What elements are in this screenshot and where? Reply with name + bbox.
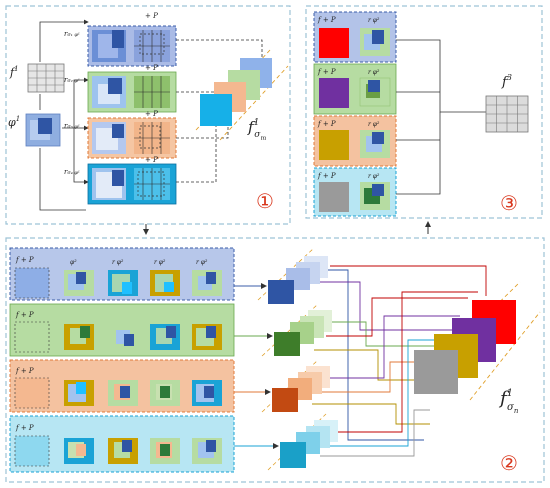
p2-row-3 — [9, 359, 235, 413]
p2-connectors — [312, 265, 487, 457]
step-2-number: ② — [500, 451, 518, 475]
p1-row-2-label: rσ₂ φ¹ — [64, 76, 80, 84]
p2-row-4 — [9, 415, 235, 473]
p2-stack-3 — [261, 359, 330, 413]
p2-row-4-label: f + P — [15, 424, 34, 432]
p3-row-2 — [313, 63, 397, 115]
p2-row-1 — [9, 247, 235, 301]
panel-2: f + P f + P f + P f + P φ² r φ² r φ² r φ… — [5, 237, 545, 483]
p1-plus-1: + P — [145, 12, 158, 20]
step-3-number: ③ — [500, 191, 518, 215]
p3-row-4-label: f + P — [317, 172, 336, 180]
p3-row-3-label: f + P — [317, 120, 336, 128]
p2-col-label-4: r φ² — [196, 259, 208, 266]
p1-row-4-label: rσ₄ φ¹ — [64, 168, 80, 176]
p1-plus-3: + P — [145, 110, 158, 118]
panel-3: f + P f + P f + P f + P r φ² r φ² r φ² r… — [305, 5, 543, 219]
p2-row-1-label: f + P — [15, 256, 34, 264]
p1-row-2 — [87, 71, 177, 113]
input-f-label: f1 — [9, 65, 19, 79]
p3-col-label-3: r φ² — [368, 121, 380, 128]
p3-row-3 — [313, 115, 397, 167]
p2-col-label-2: r φ² — [112, 259, 124, 266]
input-phi-label: φ1 — [8, 115, 20, 129]
p3-row-2-label: f + P — [317, 68, 336, 76]
p2-row-2-label: f + P — [15, 311, 34, 319]
p3-output-label: f3 — [501, 73, 512, 90]
p2-row-3-label: f + P — [15, 367, 34, 375]
panel-1: f1 φ1 — [5, 5, 291, 225]
p2-col-label-1: φ² — [70, 259, 77, 266]
p1-plus-4: + P — [145, 156, 158, 164]
input-f-grid — [27, 63, 65, 93]
p2-row-2 — [9, 303, 235, 357]
p3-col-label-2: r φ² — [368, 69, 380, 76]
p2-stack-2 — [261, 303, 332, 357]
p3-row-4 — [313, 167, 397, 217]
p3-col-label-4: r φ² — [368, 173, 380, 180]
p1-row-1-label: rσ₁ φ¹ — [64, 30, 80, 38]
p1-row-3 — [87, 117, 177, 159]
p3-row-1 — [313, 11, 397, 63]
p2-col-label-3: r φ² — [154, 259, 166, 266]
p2-stack-4 — [267, 413, 338, 471]
step-1-number: ① — [256, 189, 274, 213]
p1-row-1 — [87, 25, 177, 67]
p3-row-1-label: f + P — [317, 16, 336, 24]
p2-stack-1 — [257, 247, 328, 304]
panel-2-border — [5, 237, 545, 483]
p3-output-grid — [485, 95, 529, 133]
p1-plus-2: + P — [145, 64, 158, 72]
p1-row-4 — [87, 163, 177, 205]
p1-output-stack — [195, 49, 289, 141]
p2-final-stack — [414, 281, 541, 401]
p3-col-label-1: r φ² — [368, 17, 380, 24]
panel-1-border — [5, 5, 291, 225]
p1-row-3-label: rσ₃ φ¹ — [64, 122, 80, 130]
input-phi-block — [25, 113, 61, 147]
